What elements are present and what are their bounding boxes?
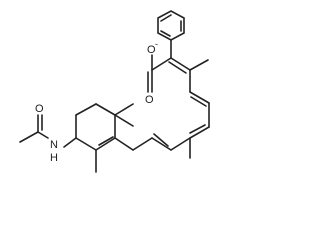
chain-double-1b [190,96,207,107]
gem-methyl-1 [114,103,134,116]
carboxylate-charge-label: - [155,39,158,49]
n-carbonyl-bond [37,131,49,139]
ring-bond-4 [75,103,97,116]
alpha-beta-double-1 [170,57,191,71]
ring-n-bond [63,137,77,148]
alpha-carboxyl-bond [151,57,172,71]
chain-double-2a [189,126,210,139]
ring-bond-6 [75,137,97,151]
chain-double-2b [189,124,206,134]
phenyl-inner-bond-1 [160,14,172,22]
carboxylate-o-minus-label: O [147,44,156,56]
gem-methyl-2 [114,114,134,127]
carboxylate-o-label: O [145,94,154,106]
chain-double-1a [189,91,210,104]
acetyl-methyl-bond [19,131,39,143]
ring-bond-7 [95,137,116,151]
molecule-structure: O - O O N H [19,10,210,173]
ring-double-inner [98,136,114,146]
chain-bond-3 [170,137,191,151]
chain-ring-link [132,137,153,151]
chain-double-3b [153,133,169,147]
beta-methyl-bond [189,59,209,71]
phenyl-ring [157,10,185,41]
chain-double-3a [151,137,172,151]
ring-bond-1 [114,137,134,151]
ring-bond-3 [95,103,116,116]
bonds [19,10,210,173]
phenyl-inner-bond-3 [160,30,171,37]
alpha-beta-double-2 [168,61,187,74]
amide-h-label: H [50,152,58,164]
amide-o-label: O [35,103,44,115]
amide-n-label: N [50,139,58,151]
